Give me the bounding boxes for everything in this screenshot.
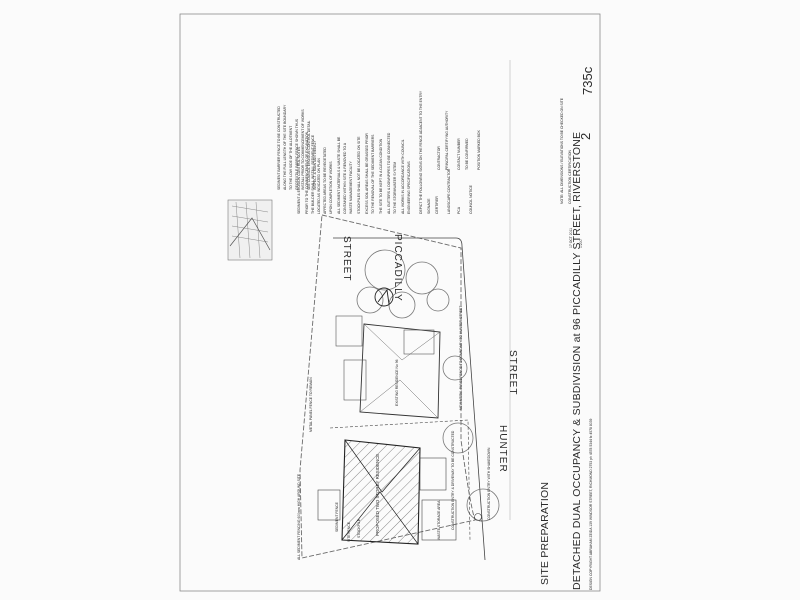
note-line: EXCESS SOIL AREAS SHALL BE GRASSED PRIOR	[365, 133, 369, 214]
kerb-line	[333, 237, 486, 561]
circle-marker-label: 1	[479, 520, 483, 522]
legend-value: PRINCIPAL CERTIFYING AUTHORITY	[445, 110, 449, 170]
legend-header: DEPICT THE FOLLOWING SIGNS ON THE FENCE …	[419, 90, 423, 214]
stockpile-group: STOCKPILE	[357, 518, 361, 538]
temp-fence-group: ALL SEDIMENT FENCING 600mm HIGH AROUND S…	[297, 473, 301, 560]
sediment-fence-line	[329, 419, 471, 541]
legend-value: POSITION MARKED BOX	[477, 130, 481, 170]
piccadilly-name-group: PICCADILLY	[392, 234, 403, 302]
street-suffix-piccadilly: STREET	[341, 236, 352, 281]
legend-value: TO BE CONFIRMED	[465, 138, 469, 170]
note-line: STOCKPILES SHALL NOT BE LOCATED ON SITE	[357, 136, 361, 214]
subtitle-block: SITE PREPARATION	[539, 482, 551, 585]
site-boundary	[299, 214, 476, 559]
scale-label: 1:200	[579, 239, 583, 248]
sheet-number: 2	[578, 133, 593, 140]
title-notes: 17 OCT 2011 1:200	[569, 228, 583, 248]
existing-residence-label-group: EXISTING RESIDENCE No 96	[395, 359, 399, 406]
bottom-fence-group: METAL PANEL FENCE TO REMAIN	[309, 377, 313, 432]
temp-fence-note: ALL SEDIMENT FENCING 600mm HIGH AROUND S…	[297, 473, 301, 560]
construction-entry-group: CONSTRUCTION ENTRY WITH SHAKEDOWN	[487, 447, 491, 520]
hunter-suffix-group: STREET	[507, 350, 518, 395]
cert-notes: NOTE: ALL DIMENSIONS / ELEVATIONS TO BE …	[560, 97, 572, 204]
sheet-number-block: 735c	[580, 66, 595, 95]
upper-note-line: TO THE LOW SIDE OF THE ALLOTMENT	[289, 126, 293, 190]
note-line: TO THE REMOVAL OF THE SEDIMENT BARRIERS	[371, 134, 375, 214]
note-line: WASTE MANAGEMENT FACILITY	[349, 161, 353, 214]
upper-notes: SEDIMENT BARRIER FENCE TO BE CONSTRUCTED…	[277, 104, 317, 190]
proposed-residence-label: PROPOSED TWO STOREY RESIDENCE	[375, 454, 380, 536]
note-line: PRIOR TO THE COMMENCEMENT OF EXCAVATION	[305, 131, 309, 214]
legend-value: CONTRACTOR	[437, 146, 441, 170]
waste-note-group: WASTE STORAGE AREA	[437, 500, 441, 540]
site-fence-group: SITE FENCE	[347, 521, 351, 542]
note-line: ALL GUTTERS & DOWNPIPES TO BE CONNECTED	[387, 132, 391, 214]
construction-cert: CONSTRUCTION CERTIFICATION	[568, 150, 572, 204]
note-line: CONTAINED WITHIN SITE & REMOVED TO A	[343, 142, 347, 214]
bottom-fence-note: METAL PANEL FENCE TO REMAIN	[309, 377, 313, 432]
hunter-fence-note: NEW METAL PANEL FENCE TO BOUNDARY TO HUN…	[459, 306, 463, 410]
stockpile-label: STOCKPILE	[357, 518, 361, 538]
note-line: THE SITE TO BE KEPT IN A CLEAN CONDITION	[379, 138, 383, 214]
legend-values: CONTRACTOR PRINCIPAL CERTIFYING AUTHORIT…	[437, 110, 481, 170]
upper-note-line: SEDIMENT BARRIER FENCE TO BE CONSTRUCTED	[277, 106, 281, 190]
note-line: THE BUILDER SHALL INSTALL SEDIMENT FENCE	[311, 134, 315, 214]
tree-circles	[356, 249, 500, 522]
upper-note-line: INSTALL PRIOR TO COMMENCEMENT OF WORKS	[301, 109, 305, 190]
drawing-number: 735c	[580, 66, 595, 95]
legend-item: LANDSCAPE CONTRACTOR	[447, 168, 451, 214]
office-footer-block: DESIGN COPYRIGHT ABRAHAM ZEIDA 139 WINDS…	[589, 418, 593, 590]
note-line: UPON COMPLETION OF WORKS	[329, 161, 333, 214]
waste-note: WASTE STORAGE AREA	[437, 500, 441, 540]
legend-item: CERTIFIER	[435, 196, 439, 214]
reference-marker	[474, 513, 482, 521]
street-name-hunter: HUNTER	[497, 425, 508, 473]
upper-note-line: GEOTEXTILE FABRIC FENCE SHOWN THUS	[295, 118, 299, 190]
title-block: DETACHED DUAL OCCUPANCY & SUBDIVISION at…	[571, 132, 583, 590]
upper-note-line: SEE COUNCIL EROSION CONTROL DETAIL	[307, 120, 311, 190]
upper-note-line: ALONG THE FULL LENGTH OF THE SITE BOUNDA…	[283, 104, 287, 190]
legend-item: COUNCIL NOTICE	[469, 184, 473, 214]
existing-residence	[335, 315, 441, 419]
legend-item: SIGNAGE	[427, 198, 431, 214]
date-label: 17 OCT 2011	[569, 228, 573, 248]
erosion-notes: SEDIMENT & EROSION CONTROL NOTES PRIOR T…	[297, 90, 473, 214]
note-title: NOTE: ALL DIMENSIONS / ELEVATIONS TO BE …	[560, 97, 564, 204]
construction-note: CONSTRUCTION ENTRY & DRIVEWAY TO BE CONS…	[451, 430, 455, 530]
construction-entry-label: CONSTRUCTION ENTRY WITH SHAKEDOWN	[487, 447, 491, 520]
note-line: AFFECTED AREAS TO BE REVEGETATED	[323, 147, 327, 214]
note-line: ALL SEDIMENT MATERIALS & WASTE SHALL BE	[337, 136, 341, 214]
sediment-fence-label: SEDIMENT FENCE	[335, 501, 339, 532]
notes-header: SEDIMENT & EROSION CONTROL NOTES	[297, 146, 301, 214]
upper-note-line: INSPECT & MAINTAIN WEEKLY	[313, 140, 317, 190]
sediment-fence-group: SEDIMENT FENCE	[335, 501, 339, 532]
proposed-residence	[317, 439, 457, 545]
north-arrow-icon	[374, 287, 394, 307]
note-line: ALL WORKS IN ACCORDANCE WITH COUNCIL	[401, 139, 405, 214]
drawing-subtitle: SITE PREPARATION	[539, 482, 551, 585]
street-name-piccadilly: PICCADILLY	[392, 234, 403, 302]
site-fence-label: SITE FENCE	[347, 521, 351, 542]
sheet-border	[179, 13, 601, 592]
note-line: LOCATED AS INDICATED ON PLAN	[317, 158, 321, 214]
street-suffix-hunter: STREET	[507, 350, 518, 395]
legend-value: CONTACT NUMBER	[457, 138, 461, 170]
legend-item: PCA	[457, 206, 461, 214]
proposed-residence-label-group: PROPOSED TWO STOREY RESIDENCE	[375, 454, 380, 536]
locality-map	[227, 199, 273, 261]
note-line: ENGINEERING SPECIFICATIONS	[407, 161, 411, 214]
office-footer: DESIGN COPYRIGHT ABRAHAM ZEIDA 139 WINDS…	[589, 418, 593, 590]
construction-note-group: CONSTRUCTION ENTRY & DRIVEWAY TO BE CONS…	[451, 430, 455, 530]
hunter-fence-group: NEW METAL PANEL FENCE TO BOUNDARY TO HUN…	[459, 306, 463, 410]
existing-residence-label: EXISTING RESIDENCE No 96	[395, 359, 399, 406]
note-line: TO THE STORMWATER SYSTEM	[393, 162, 397, 214]
drawing-title: DETACHED DUAL OCCUPANCY & SUBDIVISION at…	[571, 132, 583, 590]
sheet-no-block: 2	[578, 133, 593, 140]
hunter-name-group: HUNTER	[497, 425, 508, 473]
circle-marker-group: 1	[479, 520, 483, 522]
piccadilly-label-group: STREET	[341, 236, 352, 281]
